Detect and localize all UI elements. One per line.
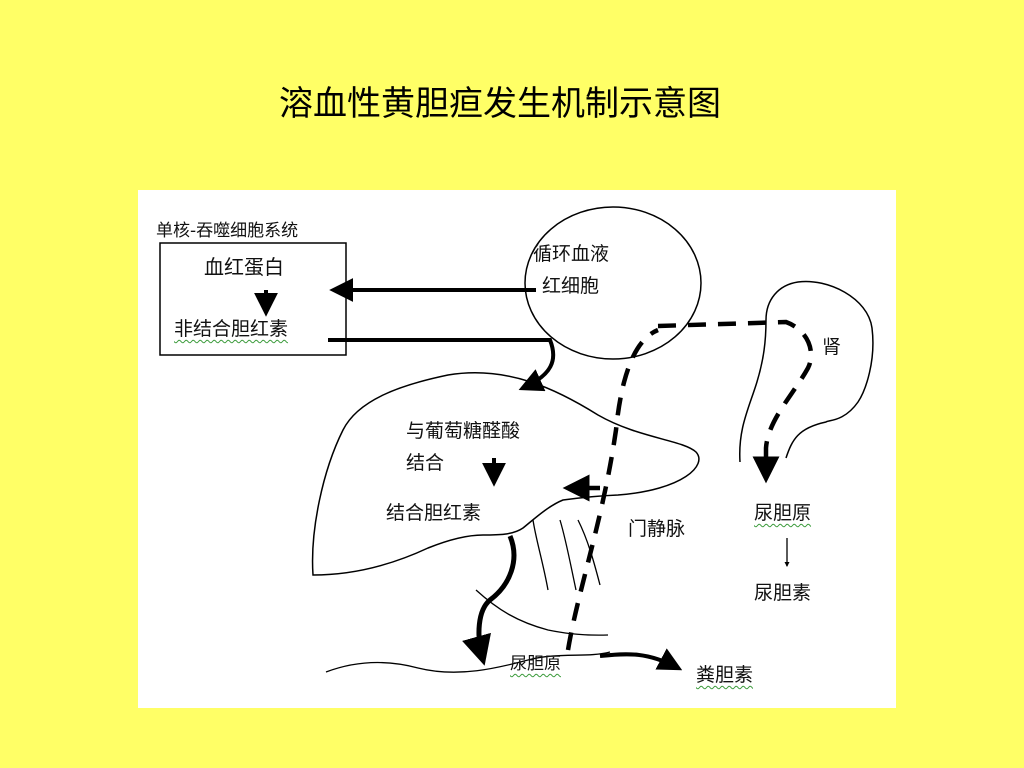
diagram-panel: 单核-吞噬细胞系统 血红蛋白 非结合胆红素 循环血液 红细胞 肾 与葡萄糖醛酸 …: [138, 190, 896, 708]
label-urobilin: 尿胆素: [754, 582, 812, 604]
label-conjugation: 结合: [406, 452, 445, 474]
label-circulating-blood: 循环血液: [533, 243, 610, 265]
label-mononuclear-system: 单核-吞噬细胞系统: [156, 221, 299, 241]
label-stercobilin: 粪胆素: [696, 664, 754, 686]
label-red-blood-cell: 红细胞: [542, 275, 600, 297]
label-glucuronic-acid: 与葡萄糖醛酸: [406, 420, 521, 442]
label-urobilinogen-intestine: 尿胆原: [510, 654, 561, 674]
liver-outline: [311, 371, 700, 576]
label-urobilinogen-kidney: 尿胆原: [754, 502, 812, 524]
intestine-line-lower: [325, 651, 611, 673]
label-kidney: 肾: [822, 336, 842, 358]
diagram-canvas: [159, 206, 874, 673]
dashed-to-kidney: [657, 319, 814, 484]
label-portal-vein: 门静脉: [628, 518, 686, 540]
label-unconjugated-bilirubin: 非结合胆红素: [174, 318, 289, 340]
dashed-portal-return: [565, 327, 659, 651]
kidney-outline: [739, 280, 874, 463]
label-hemoglobin: 血红蛋白: [204, 255, 284, 279]
intestine-line-upper: [475, 589, 609, 636]
page-title: 溶血性黄胆疸发生机制示意图: [279, 84, 721, 124]
portal-line-1: [532, 519, 549, 591]
portal-line-2: [559, 519, 577, 591]
arrow-unconj-to-liver: [328, 338, 556, 392]
blood-circle: [524, 206, 702, 360]
arrow-to-intestine: [462, 535, 517, 666]
arrow-to-stercobilin: [599, 648, 683, 671]
label-conjugated-bilirubin: 结合胆红素: [386, 502, 482, 524]
